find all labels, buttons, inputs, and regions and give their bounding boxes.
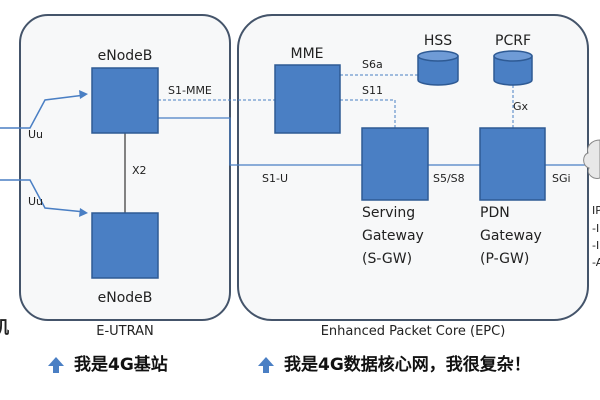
right-fragment-2: -I — [592, 222, 599, 235]
s11-label: S11 — [362, 84, 383, 97]
mme-label: MME — [290, 46, 323, 62]
pgw-box — [479, 127, 546, 201]
sgw-box — [361, 127, 429, 201]
pcrf-database-icon — [493, 50, 533, 86]
uu-bottom-link — [0, 179, 86, 213]
eutran-caption: E-UTRAN — [96, 324, 153, 339]
s1-mme-label: S1-MME — [168, 84, 212, 97]
s11-link — [340, 99, 396, 128]
uu-top-arrowhead — [79, 90, 88, 99]
s1-u-link — [158, 117, 362, 166]
sgi-label: SGi — [552, 172, 571, 185]
epc-caption: Enhanced Packet Core (EPC) — [321, 324, 506, 339]
mme-box — [274, 64, 341, 134]
pcrf-label: PCRF — [495, 33, 531, 49]
left-slogan-text: 我是4G基站 — [74, 355, 168, 375]
left-slogan: 我是4G基站 — [48, 350, 168, 375]
hss-database-icon — [417, 50, 459, 86]
enodeb-top-box — [91, 67, 159, 134]
enodeb-bottom-label: eNodeB — [98, 290, 153, 306]
enodeb-bottom-box — [91, 212, 159, 279]
left-edge-fragment: 机 — [0, 317, 9, 338]
enodeb-top-label: eNodeB — [98, 48, 153, 64]
sgw-label-line1: Serving — [362, 205, 415, 221]
s6a-label: S6a — [362, 58, 383, 71]
up-arrow-icon — [258, 356, 274, 373]
pgw-label-line3: (P-GW) — [480, 251, 529, 267]
pgw-label-line1: PDN — [480, 205, 510, 221]
s1-u-label: S1-U — [262, 172, 288, 185]
uu-top-label: Uu — [28, 128, 43, 141]
uu-top-link — [0, 94, 86, 129]
right-fragment-4: -A — [592, 256, 600, 269]
right-slogan: 我是4G数据核心网，我很复杂！ — [258, 350, 531, 375]
sgw-label-line3: (S-GW) — [362, 251, 412, 267]
up-arrow-icon — [48, 356, 64, 373]
right-fragment-1: IP — [592, 204, 600, 217]
internet-cloud-icon — [583, 139, 600, 179]
right-slogan-text: 我是4G数据核心网，我很复杂！ — [284, 355, 531, 375]
x2-label: X2 — [132, 164, 147, 177]
sgw-label-line2: Gateway — [362, 228, 424, 244]
hss-label: HSS — [424, 33, 452, 49]
right-fragment-3: -I — [592, 239, 599, 252]
uu-bottom-label: Uu — [28, 195, 43, 208]
s5-s8-label: S5/S8 — [433, 172, 465, 185]
gx-label: Gx — [513, 100, 529, 113]
uu-bottom-arrowhead — [79, 208, 88, 217]
pgw-label-line2: Gateway — [480, 228, 542, 244]
